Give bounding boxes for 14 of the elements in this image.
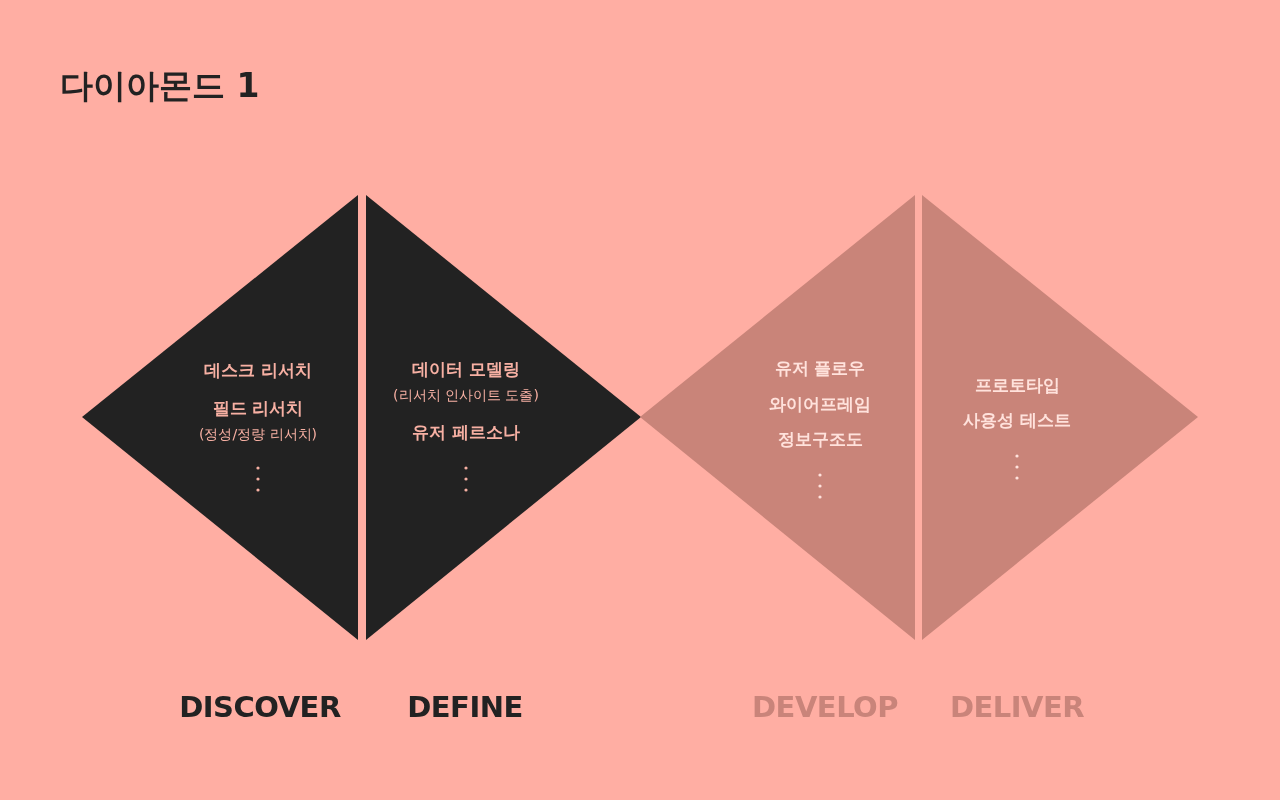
title: 다이아몬드 1 <box>60 65 260 107</box>
item-label: 유저 페르소나 <box>412 421 520 443</box>
phase-label: DISCOVER <box>179 690 341 724</box>
item-label: 필드 리서치 <box>212 397 304 419</box>
item-label: 정보구조도 <box>777 428 863 450</box>
note-text: (리서치 인사이트 도출) <box>393 386 539 405</box>
item-label: 유저 플로우 <box>774 357 866 379</box>
note-text: (정성/정량 리서치) <box>198 425 318 444</box>
item-label: 사용성 테스트 <box>963 409 1071 431</box>
item-label: 데스크 리서치 <box>204 359 312 381</box>
item-label: 프로토타입 <box>974 374 1060 396</box>
item-label: 와이어프레임 <box>769 393 871 415</box>
item-label: 데이터 모델링 <box>412 358 520 380</box>
phase-label: DEFINE <box>407 690 523 724</box>
